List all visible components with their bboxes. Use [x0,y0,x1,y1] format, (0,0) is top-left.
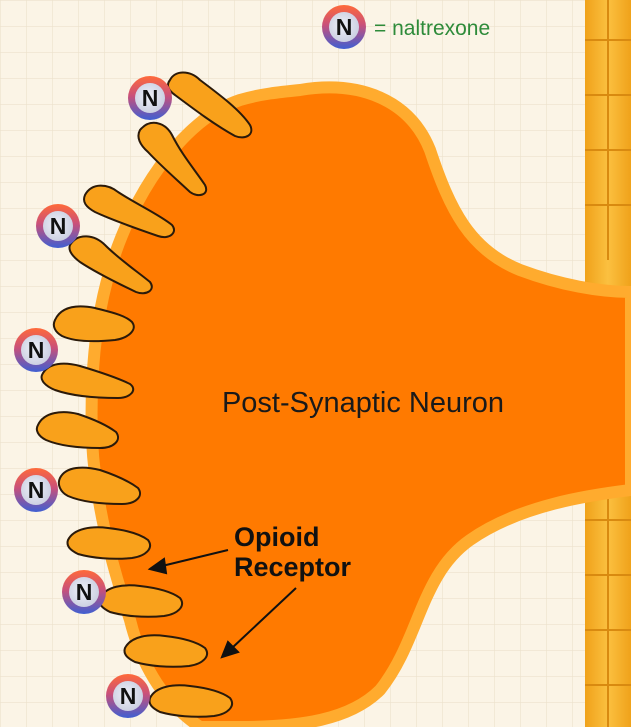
receptor-label-line1: Opioid [234,522,319,552]
naltrexone-ball-icon: N [14,328,58,372]
svg-text:N: N [76,579,93,605]
receptor-label-line2: Receptor [234,552,352,582]
svg-text:N: N [28,337,45,363]
svg-text:N: N [28,477,45,503]
svg-text:N: N [336,14,353,40]
naltrexone-ball-icon: N [62,570,106,614]
svg-text:N: N [50,213,67,239]
naltrexone-ball-icon: N [14,468,58,512]
naltrexone-ball-icon: N [106,674,150,718]
svg-text:N: N [120,683,137,709]
legend-naltrexone-icon: N [322,5,366,49]
naltrexone-ball-icon: N [128,76,172,120]
neuron-label: Post-Synaptic Neuron [222,387,504,419]
legend-label: = naltrexone [374,17,490,40]
naltrexone-ball-icon: N [36,204,80,248]
svg-text:N: N [142,85,159,111]
